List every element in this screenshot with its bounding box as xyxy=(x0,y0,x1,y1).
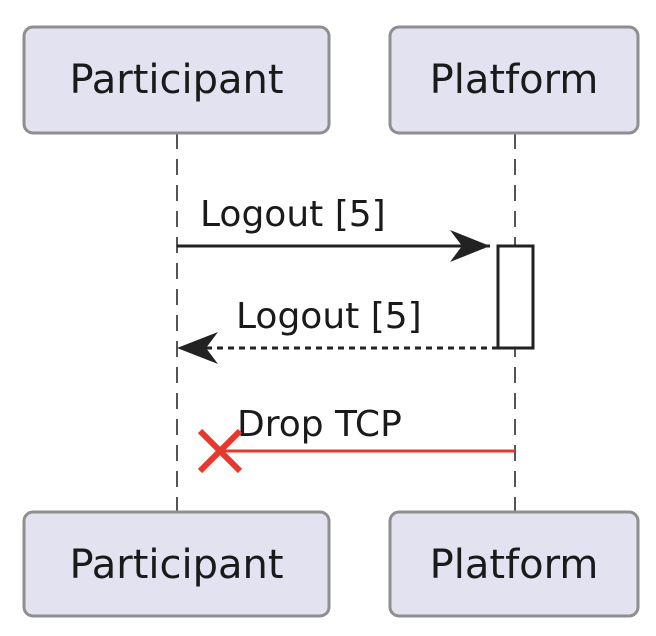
participant-participant-top[interactable]: Participant xyxy=(22,25,331,135)
message-drop-tcp[interactable]: Drop TCP xyxy=(197,404,515,474)
destroy-x-icon xyxy=(197,428,243,474)
arrowhead-right-icon xyxy=(450,230,490,262)
participant-label: Platform xyxy=(430,542,599,588)
message-logout-request[interactable]: Logout [5] xyxy=(177,194,490,262)
participant-participant-bottom[interactable]: Participant xyxy=(22,510,331,618)
message-logout-response[interactable]: Logout [5] xyxy=(177,296,498,364)
message-label: Logout [5] xyxy=(200,194,386,235)
arrowhead-left-icon xyxy=(177,332,218,364)
participant-platform-top[interactable]: Platform xyxy=(388,25,640,135)
participant-label: Participant xyxy=(69,57,283,103)
message-label: Logout [5] xyxy=(236,296,422,337)
participant-platform-bottom[interactable]: Platform xyxy=(388,510,640,618)
participant-label: Platform xyxy=(430,57,599,103)
activation-bar-platform xyxy=(496,244,535,350)
participant-label: Participant xyxy=(69,542,283,588)
message-label: Drop TCP xyxy=(237,404,402,445)
